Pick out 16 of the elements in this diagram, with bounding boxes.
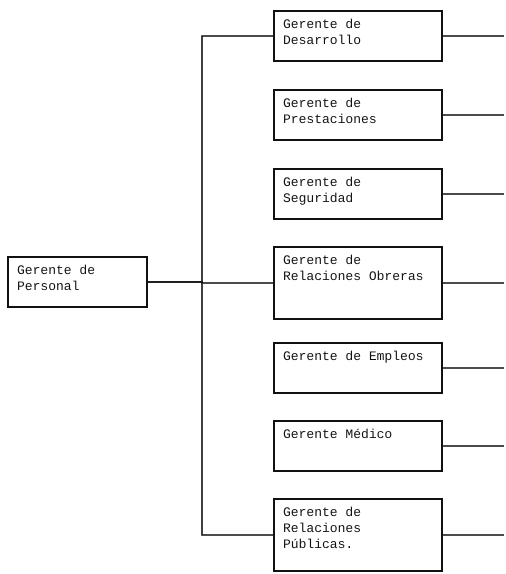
connector-line: [443, 35, 504, 37]
position-box: Gerente de Seguridad: [273, 168, 443, 220]
connector-line: [443, 114, 504, 116]
connector-line: [443, 445, 504, 447]
position-box: Gerente de Empleos: [273, 342, 443, 394]
connector-line: [148, 281, 273, 536]
connector-line: [443, 282, 504, 284]
position-box: Gerente de Prestaciones: [273, 89, 443, 141]
position-box: Gerente Médico: [273, 420, 443, 472]
connector-line: [443, 534, 504, 536]
position-box: Gerente de Relaciones Públicas.: [273, 498, 443, 572]
connector-line: [443, 367, 504, 369]
position-box: Gerente de Desarrollo: [273, 10, 443, 62]
position-box: Gerente de Personal: [7, 256, 148, 308]
position-box: Gerente de Relaciones Obreras: [273, 246, 443, 320]
connector-line: [443, 193, 504, 195]
